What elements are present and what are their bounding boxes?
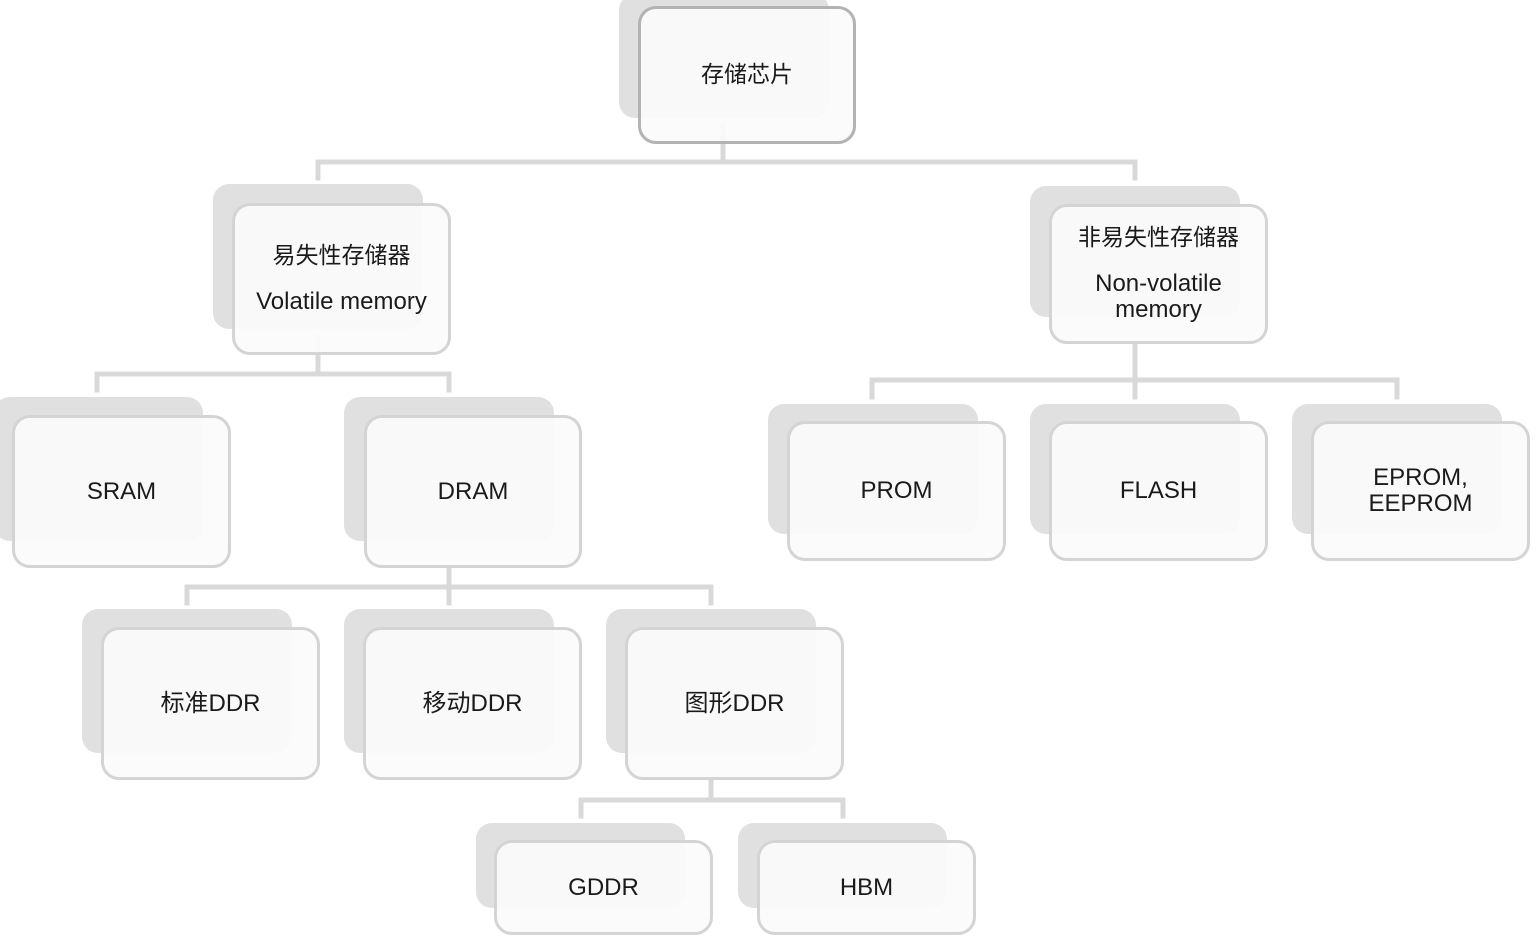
node-label: HBM (839, 873, 894, 901)
node-label-en: Volatile memory (256, 288, 427, 315)
node-label: DRAM (437, 477, 509, 505)
node-label-zh: 易失性存储器 (272, 243, 411, 269)
node-label: 图形DDR (684, 689, 785, 717)
node-label: FLASH (1119, 477, 1198, 504)
node-label: PROM (860, 477, 933, 504)
node-label: SRAM (86, 477, 157, 505)
node-label-en: Non-volatile memory (1095, 270, 1222, 323)
node-label: GDDR (568, 873, 639, 901)
node-label-zh: 非易失性存储器 (1078, 225, 1239, 251)
node-label: 存储芯片 (701, 62, 793, 88)
node-label: 移动DDR (422, 689, 523, 717)
node-label: 标准DDR (160, 689, 261, 717)
node-label: EPROM, EEPROM (1368, 464, 1473, 517)
